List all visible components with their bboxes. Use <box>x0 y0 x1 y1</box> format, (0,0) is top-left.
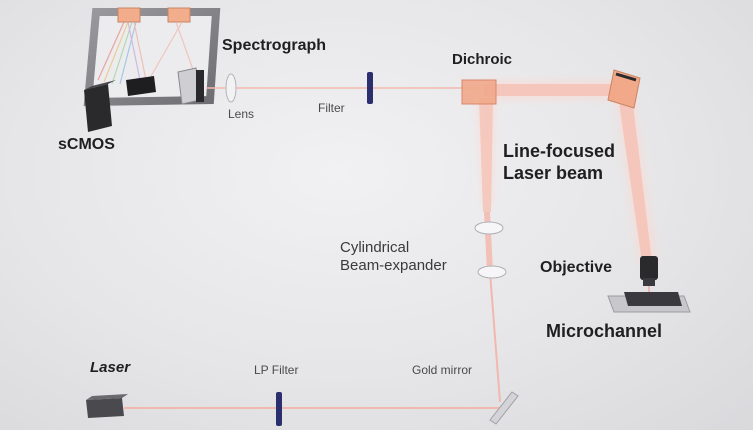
dichroic-label: Dichroic <box>452 51 513 68</box>
lp-filter-label: LP Filter <box>254 363 299 377</box>
laser-source <box>86 394 128 418</box>
gold-mirror-label: Gold mirror <box>412 363 473 377</box>
gold-mirror-element <box>489 391 519 425</box>
entrance-slit <box>177 67 204 105</box>
spectrograph-mirror <box>126 76 156 96</box>
spectrograph-label: Spectrograph <box>222 37 327 54</box>
laser-label: Laser <box>90 359 131 376</box>
cylindrical-label-line2: Beam-expander <box>340 257 447 274</box>
filter-label: Filter <box>318 101 345 115</box>
scmos-label: sCMOS <box>58 136 115 153</box>
lens-label: Lens <box>228 107 255 121</box>
scmos-camera <box>84 80 116 132</box>
grating-left <box>117 7 141 23</box>
line-focused-label-line1: Line-focused <box>503 141 616 161</box>
spectrograph-rays <box>97 21 197 85</box>
cylindrical-lens-top <box>474 221 504 235</box>
cylindrical-label-line1: Cylindrical <box>340 239 410 256</box>
objective-label: Objective <box>540 259 613 276</box>
lens-element <box>225 73 237 103</box>
turning-mirror <box>607 69 641 109</box>
dichroic-mirror <box>461 79 497 105</box>
detection-filter <box>367 72 373 104</box>
excitation-beam <box>479 84 652 403</box>
line-focused-label-line2: Laser beam <box>503 163 604 183</box>
lp-filter-element <box>276 392 282 426</box>
microchannel-chip <box>607 292 691 313</box>
cylindrical-lens-bottom <box>477 265 507 279</box>
microchannel-label: Microchannel <box>546 321 663 341</box>
objective-lens <box>640 256 658 286</box>
grating-right <box>167 7 191 23</box>
